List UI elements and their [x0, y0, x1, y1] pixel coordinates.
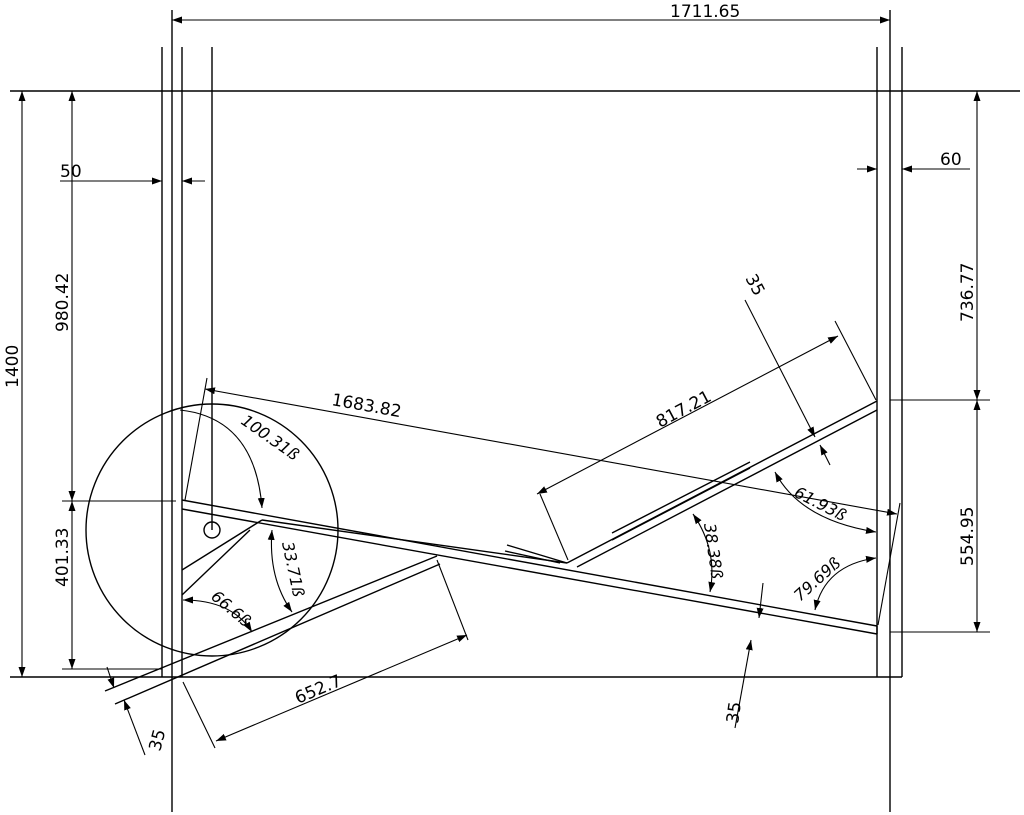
angle-label-38: 38.38ß: [700, 522, 727, 580]
pivot-point: [203, 521, 221, 539]
upper-ramp-pivot: [261, 519, 568, 564]
angle-arcs: [179, 409, 877, 633]
main-ramp-top: [181, 499, 878, 627]
angle-label-33: 33.71ß: [278, 540, 308, 599]
left-upper-label: 980.42: [53, 273, 73, 332]
lower-ramp-top: [104, 555, 438, 692]
angle-label-79: 79.69ß: [790, 553, 844, 605]
right-upper-label: 736.77: [958, 263, 978, 322]
dimension-labels: 1711.65 1400 50 60 980.42 401.33 736.77 …: [3, 2, 978, 753]
left-offset-label: 50: [60, 162, 82, 182]
right-lower-label: 554.95: [958, 507, 978, 566]
upper-ramp: [261, 400, 878, 568]
overall-height-label: 1400: [3, 345, 23, 388]
frame: [10, 10, 1020, 812]
right-offset-label: 60: [940, 150, 962, 170]
upper-ramp-length-label: 817.21: [653, 387, 715, 433]
diagonal-label: 1683.82: [330, 390, 403, 422]
upper-ramp-flap-b: [611, 467, 751, 541]
upper-ramp-bottom: [576, 409, 878, 568]
upper-ramp-base-plate: [506, 544, 568, 564]
lower-ramp-thickness-label: 35: [146, 727, 171, 753]
lower-ramp-bottom: [114, 563, 441, 705]
dimension-lines: [18, 16, 990, 756]
angle-label-61: 61.93ß: [791, 483, 849, 525]
upper-ramp-thickness-label: 35: [741, 271, 769, 299]
left-lower-label: 401.33: [53, 528, 73, 587]
lower-ramp-brace: [181, 519, 263, 571]
main-ramp-thickness-label: 35: [723, 700, 746, 724]
upper-ramp-flap-a: [611, 461, 751, 534]
lower-ramp-brace-2: [181, 529, 251, 596]
angle-label-66: 66.6ß: [207, 587, 254, 631]
overall-width-label: 1711.65: [670, 2, 740, 22]
